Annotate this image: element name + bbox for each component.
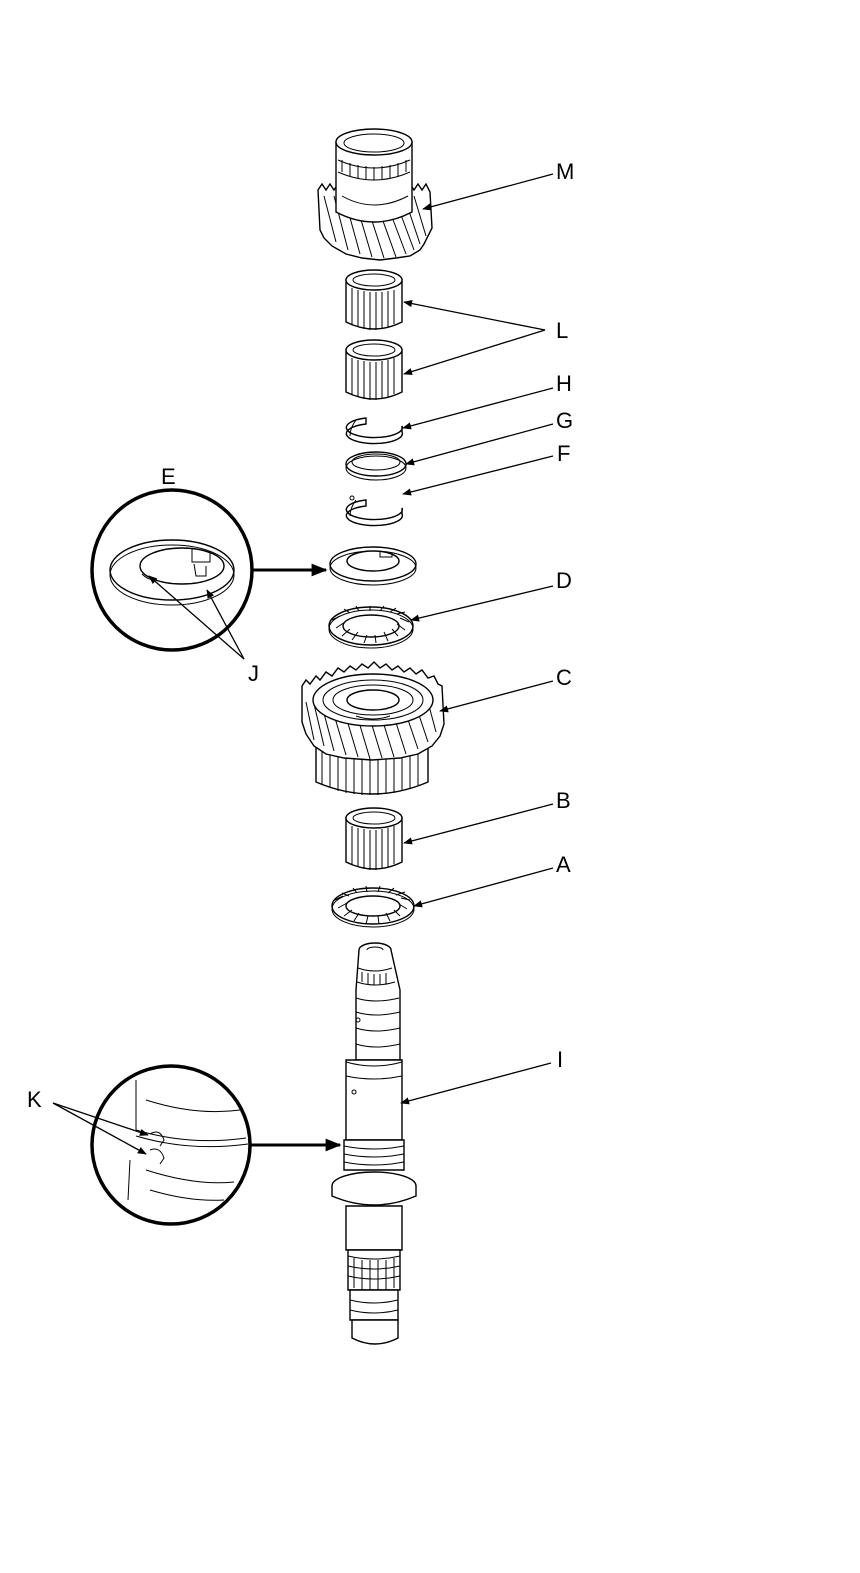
label-h: H <box>556 371 572 396</box>
detail-circle-e <box>90 488 254 652</box>
leader-b <box>403 803 554 845</box>
part-l-needle-bearing-upper <box>345 269 403 330</box>
leader-h <box>402 387 554 430</box>
leader-i <box>400 1062 552 1105</box>
label-a: A <box>556 852 571 877</box>
leader-k-1 <box>52 1102 149 1136</box>
part-m-helical-gear <box>317 128 433 261</box>
leader-c <box>439 680 554 713</box>
label-k: K <box>27 1087 42 1112</box>
leader-d <box>410 585 554 622</box>
leader-a <box>413 867 554 908</box>
leader-m <box>422 173 554 211</box>
label-f: F <box>557 441 570 466</box>
leader-l-lower <box>403 329 546 376</box>
label-b: B <box>556 788 571 813</box>
part-c-large-gear <box>301 661 445 795</box>
label-g: G <box>556 408 573 433</box>
label-e: E <box>161 464 176 489</box>
part-g-retaining-ring <box>345 451 407 481</box>
leader-j-1 <box>148 575 245 660</box>
part-h-split-ring <box>345 417 404 445</box>
part-f-split-ring <box>345 495 404 527</box>
label-l: L <box>556 318 568 343</box>
part-b-needle-bearing <box>345 807 403 870</box>
leader-k-2 <box>52 1102 147 1155</box>
label-d: D <box>556 568 572 593</box>
part-i-main-shaft <box>331 942 417 1345</box>
label-i: I <box>557 1047 563 1072</box>
detail-circle-k <box>90 1064 252 1226</box>
part-a-thrust-bearing <box>331 885 415 928</box>
label-j: J <box>248 661 259 686</box>
part-e-thrust-washer <box>329 546 417 586</box>
label-m: M <box>556 159 574 184</box>
leader-l-upper <box>403 300 546 331</box>
leader-g <box>405 423 554 466</box>
part-d-thrust-bearing <box>328 605 414 649</box>
leader-j-2 <box>206 589 245 660</box>
label-c: C <box>556 665 572 690</box>
leader-f <box>402 455 554 496</box>
part-l-needle-bearing-lower <box>345 339 403 400</box>
